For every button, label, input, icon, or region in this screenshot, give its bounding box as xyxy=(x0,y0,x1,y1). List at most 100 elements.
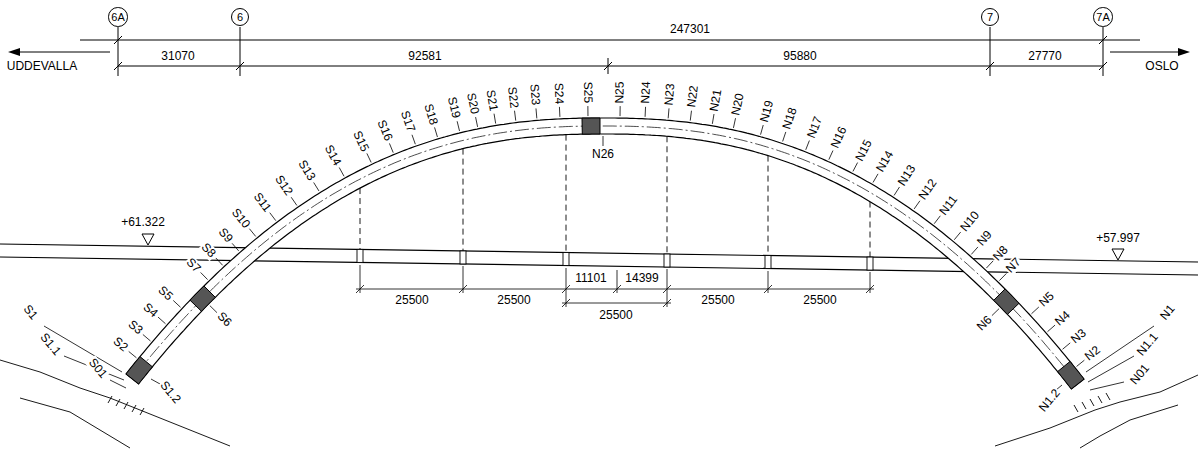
leader-line xyxy=(158,317,165,324)
leader-line xyxy=(270,213,276,221)
grid-dimensions xyxy=(12,27,1186,76)
column-head xyxy=(357,249,363,262)
leader-line xyxy=(314,182,319,190)
section-label: S1.1 xyxy=(36,330,63,359)
section-label: N2 xyxy=(1082,343,1104,364)
section-label: S14 xyxy=(321,142,344,169)
dimension-label: 92581 xyxy=(407,50,442,63)
column-line xyxy=(667,136,668,254)
section-label: S11 xyxy=(250,189,274,215)
arch-centerline xyxy=(136,126,1073,379)
dimension-label: 247301 xyxy=(669,23,711,36)
section-label: S20 xyxy=(464,91,481,116)
column-head xyxy=(563,253,569,266)
section-label: S13 xyxy=(295,158,318,185)
grid-circle: 7A xyxy=(1093,7,1112,26)
leader-line xyxy=(249,229,255,237)
dimension-label: 25500 xyxy=(802,294,837,307)
section-label: N12 xyxy=(916,176,940,203)
section-label: N4 xyxy=(1052,307,1074,328)
section-label: N19 xyxy=(758,98,777,125)
section-label: N5 xyxy=(1036,289,1058,310)
section-label: S25 xyxy=(581,81,594,105)
section-label: S3 xyxy=(124,317,145,338)
grid-dimensions xyxy=(990,27,991,76)
dimension-label: 95880 xyxy=(782,50,817,63)
section-label: S2 xyxy=(110,335,131,356)
section-label: N01 xyxy=(1127,361,1152,388)
section-label: S4 xyxy=(140,300,161,321)
leader-line xyxy=(954,232,960,240)
ground-line xyxy=(108,396,144,415)
leader-line xyxy=(435,127,438,137)
column-head xyxy=(765,256,771,269)
leader-line xyxy=(457,121,459,131)
section-label: N11 xyxy=(936,192,960,218)
grid-circle: 6A xyxy=(108,7,127,26)
span-dimensions xyxy=(566,268,567,307)
leader-line xyxy=(934,216,940,224)
span-dimensions xyxy=(667,269,668,307)
ground-line xyxy=(995,375,1198,446)
leader-line xyxy=(712,114,714,124)
leader-line xyxy=(733,118,735,128)
leader-line xyxy=(1031,307,1038,314)
section-label: S9 xyxy=(215,225,236,246)
leader-line xyxy=(110,380,126,388)
column-line xyxy=(870,202,871,258)
grid-dimensions xyxy=(114,36,1107,70)
leader-line xyxy=(873,174,878,183)
section-label: N20 xyxy=(730,91,748,117)
leader-line xyxy=(587,106,588,116)
column-line xyxy=(360,188,361,249)
section-label: N21 xyxy=(708,87,725,113)
leader-line xyxy=(603,136,604,146)
leader-line xyxy=(999,273,1006,280)
section-label: N17 xyxy=(804,114,825,141)
dimension-label: 25500 xyxy=(496,294,531,307)
section-label: S1 xyxy=(20,301,41,322)
span-dimensions xyxy=(562,303,671,304)
grid-circle: 7 xyxy=(981,8,999,26)
section-label: N25 xyxy=(614,80,627,104)
grid-dimensions xyxy=(608,58,609,74)
grid-mark: 7 xyxy=(987,11,993,23)
section-label: S16 xyxy=(374,117,395,144)
leader-line xyxy=(201,272,208,279)
leader-line xyxy=(783,132,786,141)
leader-line xyxy=(559,107,560,117)
ground-line xyxy=(0,360,230,446)
level-label: +57.997 xyxy=(1095,232,1141,245)
section-label: S10 xyxy=(228,205,253,231)
arch-rib xyxy=(126,118,1084,389)
leader-line xyxy=(129,351,137,357)
dimension-label: 31070 xyxy=(160,50,195,63)
column-head xyxy=(867,257,873,270)
leader-line xyxy=(412,135,415,144)
grid-dimensions xyxy=(118,27,119,76)
leader-line xyxy=(515,111,516,121)
leader-line xyxy=(494,114,496,124)
leader-line xyxy=(143,334,151,340)
dimension-label: 11101 xyxy=(574,272,608,285)
section-label: N24 xyxy=(639,81,653,106)
section-label: S12 xyxy=(271,173,295,200)
leader-line xyxy=(232,243,239,251)
section-label: N16 xyxy=(828,124,850,151)
leader-line xyxy=(339,168,344,177)
column-head xyxy=(664,254,670,267)
section-label: N6 xyxy=(974,312,995,333)
span-dimensions xyxy=(356,265,874,307)
leader-line xyxy=(829,151,833,160)
section-label: N1 xyxy=(1157,301,1178,323)
leader-line xyxy=(1077,360,1085,366)
section-label: S18 xyxy=(421,101,440,127)
arch xyxy=(126,106,1084,389)
section-label: S22 xyxy=(505,85,521,110)
section-label: N23 xyxy=(663,82,678,107)
section-label: N15 xyxy=(853,137,876,164)
section-label: N7 xyxy=(1003,255,1024,276)
column-line xyxy=(768,156,769,256)
